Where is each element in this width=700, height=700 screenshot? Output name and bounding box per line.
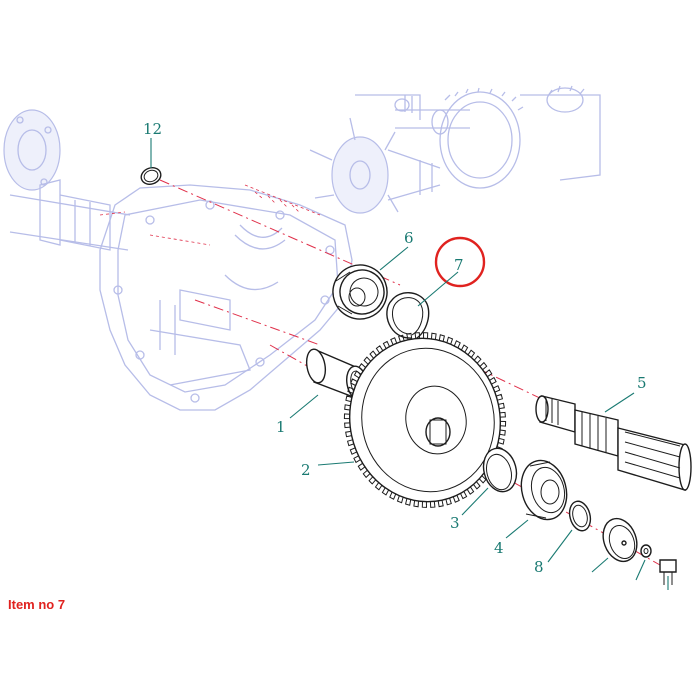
part-4-bearing	[520, 459, 568, 521]
part-5-pinion-shaft	[535, 395, 692, 491]
part-7-snap-ring	[386, 292, 430, 341]
callout-1: 1	[276, 418, 286, 436]
callout-12: 12	[143, 120, 162, 138]
callout-2: 2	[301, 461, 311, 479]
callout-leaders	[150, 138, 669, 590]
ghost-housing-assembly	[3, 109, 353, 411]
ghost-gearbox-top	[309, 85, 601, 214]
part-6-bearing	[332, 264, 388, 320]
callout-8: 8	[534, 558, 544, 576]
item-caption: Item no 7	[8, 597, 66, 612]
callout-labels: 12 6 7 5 1 2 3 4 8	[143, 120, 647, 576]
part-bolt	[659, 559, 677, 585]
part-2-large-gear	[343, 332, 507, 508]
callout-6: 6	[404, 229, 414, 247]
part-washer	[640, 544, 652, 558]
part-3-spacer-ring	[482, 447, 518, 493]
callout-5: 5	[637, 374, 647, 392]
part-9-end-cap	[602, 517, 638, 563]
callout-3: 3	[450, 514, 460, 532]
callout-7: 7	[454, 256, 464, 274]
part-12-circlip	[140, 167, 162, 185]
highlight-circle	[434, 236, 486, 288]
callout-4: 4	[494, 539, 504, 557]
part-8-circlip	[568, 500, 592, 532]
